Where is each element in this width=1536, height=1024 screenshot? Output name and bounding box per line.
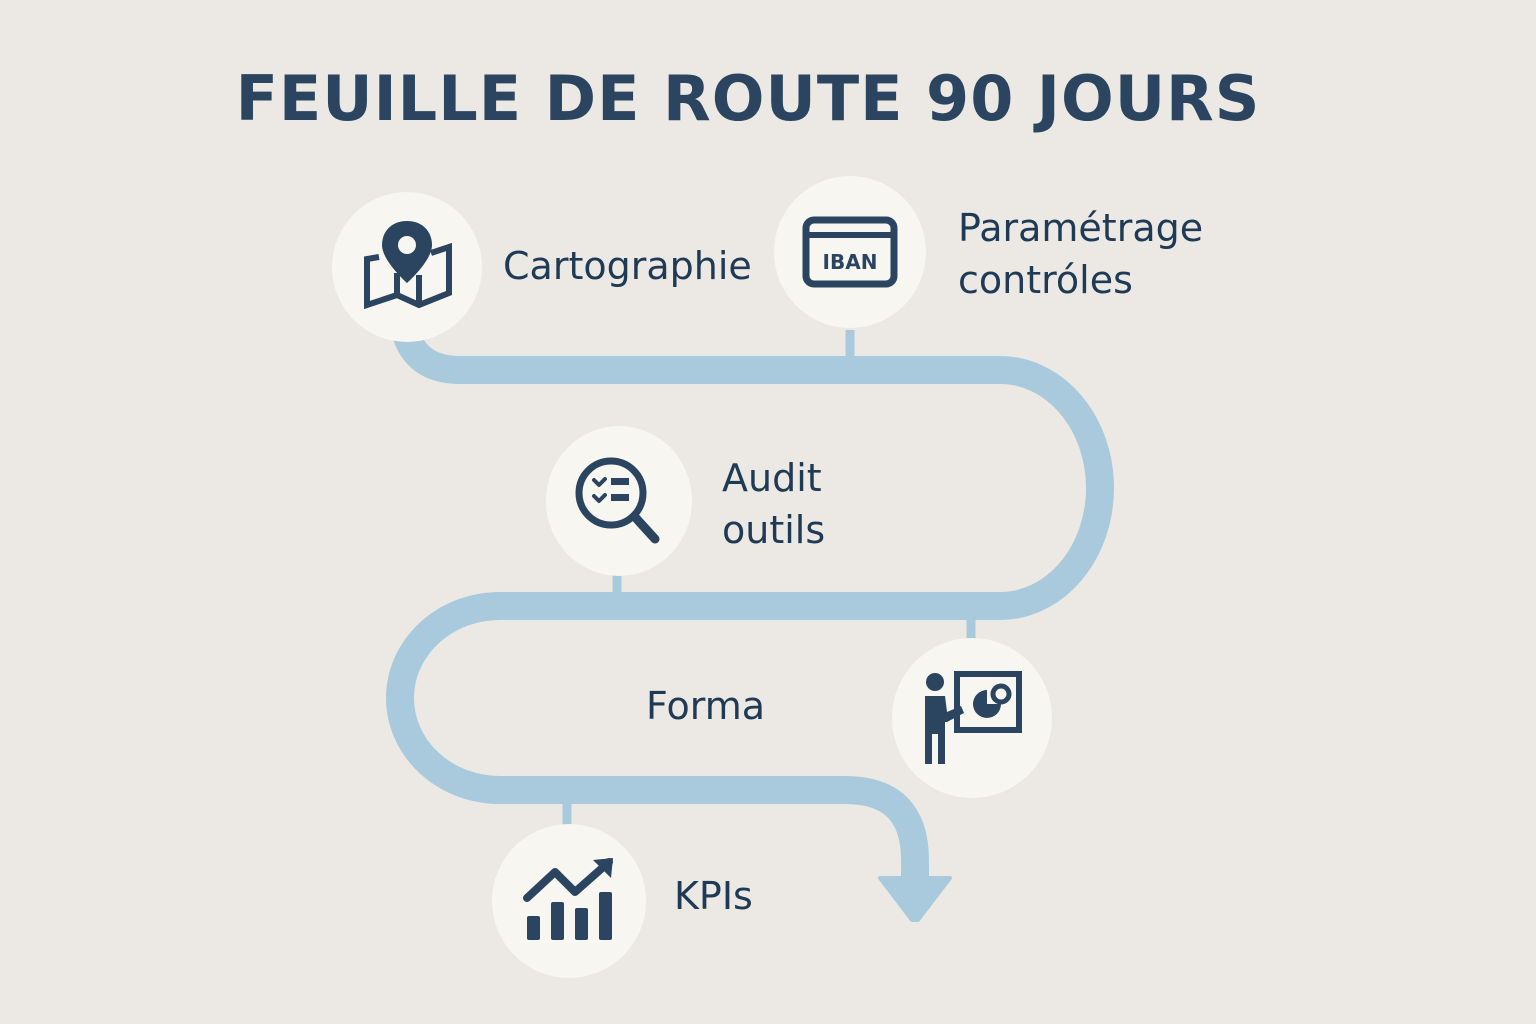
- step-label-audit: Audit outils: [722, 452, 825, 556]
- step-label-kpis: KPIs: [674, 874, 753, 918]
- iban-text: IBAN: [823, 250, 878, 274]
- step-label-parametrage: Paramétrage contróles: [958, 202, 1203, 306]
- step-label-formation: Forma: [646, 684, 764, 728]
- presenter-board-icon: [925, 671, 1022, 764]
- step-label-cartographie: Cartographie: [503, 244, 752, 288]
- map-pin-icon: [364, 221, 452, 310]
- step-node-parametrage: IBAN: [774, 176, 926, 328]
- page-title: FEUILLE DE ROUTE 90 JOURS: [235, 62, 1261, 135]
- step-label-audit-line1: Audit: [722, 456, 822, 500]
- step-node-audit: [546, 426, 692, 576]
- step-label-audit-line2: outils: [722, 508, 826, 552]
- step-label-parametrage-line2: contróles: [958, 258, 1133, 302]
- arrow-head-icon: [878, 876, 952, 922]
- step-node-kpis: [492, 824, 646, 978]
- magnifier-checklist-icon: [575, 457, 660, 544]
- step-node-formation: [892, 638, 1052, 798]
- iban-card-icon: IBAN: [802, 216, 898, 288]
- growth-chart-icon: [523, 858, 613, 940]
- step-node-cartographie: [332, 192, 482, 342]
- step-label-parametrage-line1: Paramétrage: [958, 206, 1204, 250]
